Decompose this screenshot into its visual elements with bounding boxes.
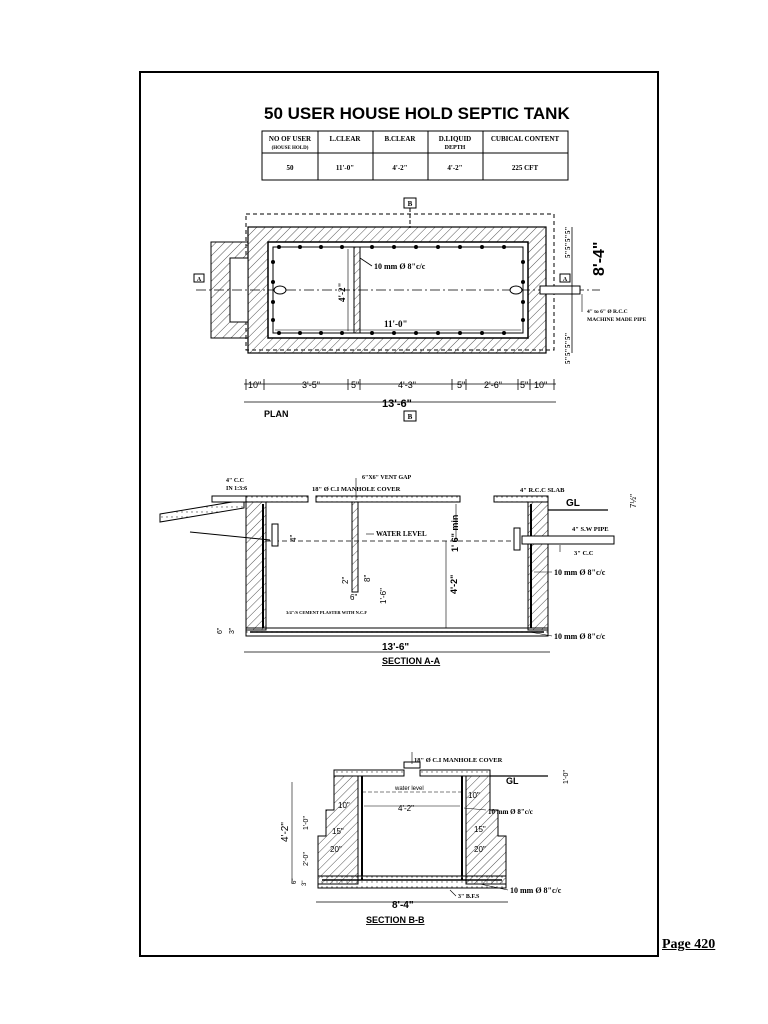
plan-overall-length: 13'-6" <box>382 398 412 410</box>
drawing-title: 50 USER HOUSE HOLD SEPTIC TANK <box>264 104 570 123</box>
plan-view: A A B B 10 mm Ø 8"c/c 4'-2" 11'-0" 8'-4"… <box>193 197 647 422</box>
aa-base-dim-2: 3" <box>229 627 236 634</box>
bb-height: 4'-2" <box>280 822 291 842</box>
section-aa-view: GL 7½" 4" C.C IN 1:3:6 6"X6" VENT GAP 18… <box>159 475 638 666</box>
aa-base-dim-1: 6" <box>217 627 224 634</box>
table-cell-users: 50 <box>287 164 295 172</box>
plan-side-dim-4: 5" <box>564 251 572 259</box>
plan-label: PLAN <box>264 409 289 419</box>
section-bb-view: water level 18" Ø C.I MANHOLE COVER GL 1… <box>280 752 570 925</box>
plan-side-dim-8: 5" <box>564 357 572 365</box>
table-header-content: CUBICAL CONTENT <box>491 135 560 143</box>
bb-dim-mid: 2'-0" <box>303 852 310 866</box>
bb-label: SECTION B-B <box>366 915 425 925</box>
plan-side-dim-7: 5" <box>564 349 572 357</box>
aa-overall-length: 13'-6" <box>382 642 409 653</box>
bb-gl-dim: 1'-0" <box>563 770 570 784</box>
plan-dim-4: 4'-3" <box>398 380 416 390</box>
plan-dim-1: 10" <box>248 380 261 390</box>
plan-inner-width: 4'-2" <box>337 283 347 303</box>
plan-dim-2: 3'-5" <box>302 380 320 390</box>
aa-gl: GL <box>566 498 580 509</box>
bb-wall-mid-r: 15" <box>474 825 486 834</box>
bb-dim-b2: 6" <box>292 879 298 884</box>
aa-cc-note-2: IN 1:3:6 <box>226 486 247 492</box>
table-cell-depth: 4'-2" <box>447 164 462 172</box>
bb-bfs: 3" B.F.S <box>458 894 480 900</box>
plan-pipe-note-2: MACHINE MADE PIPE <box>587 317 647 323</box>
plan-section-b-bottom: B <box>408 413 413 421</box>
aa-baffle-dim-1: 2" <box>341 577 350 584</box>
aa-vent-gap: 6"X6" VENT GAP <box>362 475 411 481</box>
plan-side-dim-6: 5" <box>564 341 572 349</box>
aa-cc-note-1: 4" C.C <box>226 478 244 484</box>
aa-rebar-base: 10 mm Ø 8"c/c <box>554 632 606 641</box>
bb-inner-width: 4'-2" <box>398 804 414 813</box>
plan-dim-3: 5" <box>351 380 359 390</box>
plan-overall-width: 8'-4" <box>591 241 608 276</box>
table-header-depth-sub: DEPTH <box>445 145 466 151</box>
plan-dim-5: 5" <box>457 380 465 390</box>
page-number: Page 420 <box>662 937 716 952</box>
table-header-users: NO OF USER <box>269 135 312 143</box>
bb-rebar-wall: 10 mm Ø 8"c/c <box>488 808 533 816</box>
aa-manhole: 18" Ø C.I MANHOLE COVER <box>312 486 401 493</box>
bb-overall-width: 8'-4" <box>392 900 414 911</box>
bb-dim-b1: 3" <box>302 881 308 886</box>
aa-label: SECTION A-A <box>382 656 441 666</box>
spec-table: NO OF USER (HOUSE HOLD) L.CLEAR B.CLEAR … <box>261 130 569 181</box>
plan-rebar-note: 10 mm Ø 8"c/c <box>374 262 426 271</box>
bb-water-level: water level <box>394 786 424 792</box>
plan-dim-8: 10" <box>534 380 547 390</box>
aa-sw-pipe: 4" S.W PIPE <box>572 526 609 533</box>
bb-wall-bot-r: 20" <box>474 845 486 854</box>
plan-side-dim-5: 5" <box>564 333 572 341</box>
sheet-border <box>139 71 659 957</box>
aa-liquid-depth: 4'-2" <box>449 575 459 594</box>
table-header-bclear: B.CLEAR <box>385 135 417 143</box>
plan-side-dim-3: 5" <box>564 243 572 251</box>
table-cell-lclear: 11'-0" <box>336 164 354 172</box>
bb-wall-top-l: 10" <box>338 801 350 810</box>
table-cell-content: 225 CFT <box>512 164 539 172</box>
table-cell-bclear: 4'-2" <box>392 164 407 172</box>
aa-inlet-drop: 4" <box>289 535 298 542</box>
plan-section-a-right: A <box>563 277 568 283</box>
aa-plaster: 3/4"/S CEMENT PLASTER WITH N.C.F <box>286 610 367 615</box>
aa-cc-3: 3" C.C <box>574 550 594 557</box>
plan-section-b-top: B <box>408 200 413 208</box>
plan-side-dim-1: 5" <box>564 227 572 235</box>
plan-dim-7: 5" <box>520 380 528 390</box>
bb-wall-top-r: 10" <box>468 791 480 800</box>
plan-side-dim-2: 5" <box>564 235 572 243</box>
table-header-depth: D.LIQUID <box>439 135 471 143</box>
aa-slab: 4" R.C.C SLAB <box>520 487 565 494</box>
aa-gl-dim: 7½" <box>629 494 638 508</box>
aa-water-level: WATER LEVEL <box>376 530 427 538</box>
table-header-lclear: L.CLEAR <box>330 135 362 143</box>
table-header-users-sub: (HOUSE HOLD) <box>272 146 309 151</box>
bb-manhole: 18" Ø C.I MANHOLE COVER <box>414 757 503 764</box>
plan-section-a-left: A <box>197 277 202 283</box>
plan-inner-length: 11'-0" <box>384 319 408 329</box>
bb-rebar-base: 10 mm Ø 8"c/c <box>510 886 562 895</box>
aa-baffle-dim-4: 1'-6" <box>379 588 388 604</box>
plan-dim-6: 2'-6" <box>484 380 502 390</box>
aa-freeboard: 1' 6" min <box>450 515 460 552</box>
aa-rebar-wall: 10 mm Ø 8"c/c <box>554 568 606 577</box>
aa-baffle-dim-2: 8" <box>363 575 372 582</box>
plan-pipe-note-1: 4" to 6" Ø R.C.C <box>587 309 628 315</box>
bb-wall-bot-l: 20" <box>330 845 342 854</box>
bb-wall-mid-l: 15" <box>332 827 344 836</box>
bb-dim-top: 1'-0" <box>303 816 310 830</box>
bb-gl: GL <box>506 776 519 786</box>
aa-baffle-dim-3: 6" <box>350 593 357 602</box>
